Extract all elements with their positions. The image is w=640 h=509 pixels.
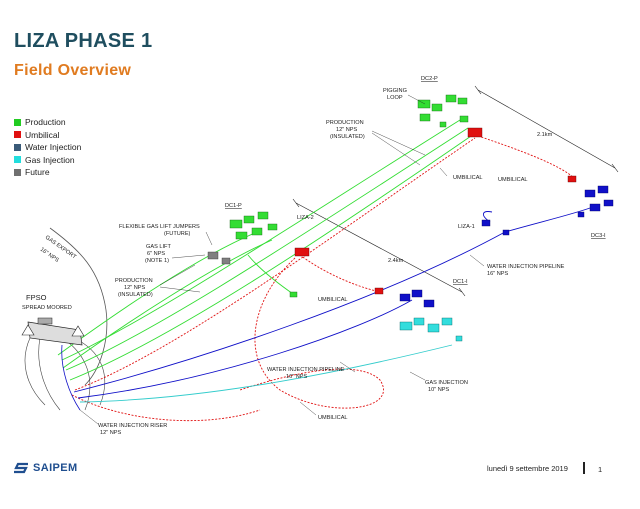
mooring-lines — [24, 337, 106, 411]
label-gas-lift: 6" NPS — [147, 251, 165, 257]
label-production-top: PRODUCTION — [326, 120, 364, 126]
footer-divider — [583, 462, 585, 474]
legend-item-umbilical: Umbilical — [14, 129, 81, 142]
label-wir: WATER INJECTION RISER — [98, 423, 167, 429]
label-umbilical: UMBILICAL — [318, 415, 348, 421]
legend-swatch-production — [14, 118, 21, 126]
label-flex-jumpers: FLEXIBLE GAS LIFT JUMPERS — [119, 224, 200, 230]
label-production-mid: (INSULATED) — [118, 292, 153, 298]
company-logo: SAIPEM — [14, 461, 78, 475]
legend-label: Umbilical — [25, 129, 60, 140]
legend-item-future: Future — [14, 166, 81, 179]
label-pigging-loop: LOOP — [387, 95, 403, 101]
legend-swatch-future — [14, 168, 21, 176]
fpso-vessel — [21, 317, 85, 346]
label-gas-export: 16" NPS — [39, 247, 60, 264]
label-liza2: LIZA-2 — [297, 215, 314, 221]
dc1i-cluster — [399, 289, 463, 342]
label-wip-mid: 16" NPS — [286, 374, 308, 380]
page-title: LIZA PHASE 1 — [14, 30, 153, 52]
label-production-mid: PRODUCTION — [115, 278, 153, 284]
legend-label: Future — [25, 167, 50, 178]
legend-item-water-injection: Water Injection — [14, 141, 81, 154]
legend-swatch-water-injection — [14, 143, 21, 151]
label-wip-mid: WATER INJECTION PIPELINE — [267, 367, 345, 373]
saipem-logo-icon — [14, 462, 28, 474]
gas-export-line — [49, 227, 108, 386]
page-number: 1 — [598, 465, 603, 474]
label-umbilical: UMBILICAL — [453, 175, 483, 181]
label-gas-lift: (NOTE 1) — [145, 258, 169, 264]
umbilical-lines — [71, 135, 575, 422]
label-wir: 12" NPS — [100, 430, 122, 436]
label-fpso: FPSO — [26, 293, 47, 302]
legend-item-production: Production — [14, 116, 81, 129]
label-pigging-loop: PIGGING — [383, 88, 407, 94]
future-gas-lift — [207, 251, 231, 265]
legend-swatch-gas-injection — [14, 156, 21, 164]
riser-lines — [61, 344, 81, 411]
label-liza1: LIZA-1 — [458, 224, 475, 230]
footer-date: lunedì 9 settembre 2019 — [487, 464, 568, 473]
distance-markers — [292, 85, 619, 297]
legend-label: Gas Injection — [25, 154, 75, 165]
leader-lines — [79, 94, 485, 425]
label-flex-jumpers: (FUTURE) — [164, 231, 191, 237]
dc3i-cluster — [481, 185, 614, 236]
label-dc3i: DC3-I — [591, 233, 606, 239]
diagram-labels: DC2-P PIGGING LOOP PRODUCTION 12" NPS (I… — [22, 76, 606, 436]
logo-text: SAIPEM — [33, 462, 78, 474]
dc2p-cluster — [417, 94, 469, 128]
label-production-top: 12" NPS — [336, 127, 358, 133]
water-injection-lines — [73, 207, 591, 399]
label-dc1p: DC1-P — [225, 203, 242, 209]
legend-label: Production — [25, 117, 66, 128]
label-dc1i: DC1-I — [453, 279, 468, 285]
legend-item-gas-injection: Gas Injection — [14, 154, 81, 167]
label-umbilical: UMBILICAL — [318, 297, 348, 303]
legend: Production Umbilical Water Injection Gas… — [14, 116, 81, 179]
page-subtitle: Field Overview — [14, 62, 132, 79]
label-fpso: SPREAD MOORED — [22, 305, 72, 311]
label-dc2p: DC2-P — [421, 76, 438, 82]
label-wip-right: 16" NPS — [487, 271, 509, 277]
production-lines — [57, 119, 475, 381]
label-production-mid: 12" NPS — [124, 285, 146, 291]
legend-swatch-umbilical — [14, 131, 21, 139]
label-gas-lift: GAS LIFT — [146, 244, 171, 250]
dc1p-cluster — [229, 211, 298, 298]
label-production-top: (INSULATED) — [330, 134, 365, 140]
label-umbilical: UMBILICAL — [498, 177, 528, 183]
umbilical-units — [294, 127, 577, 295]
label-dist-21: 2.1km — [537, 132, 553, 138]
field-layout-diagram: DC2-P PIGGING LOOP PRODUCTION 12" NPS (I… — [21, 76, 619, 436]
label-dist-24: 2.4km — [388, 258, 404, 264]
label-gas-inj: GAS INJECTION — [425, 380, 468, 386]
legend-label: Water Injection — [25, 142, 82, 153]
label-gas-inj: 10" NPS — [428, 387, 450, 393]
label-wip-right: WATER INJECTION PIPELINE — [487, 264, 565, 270]
gas-injection-line — [79, 344, 453, 403]
